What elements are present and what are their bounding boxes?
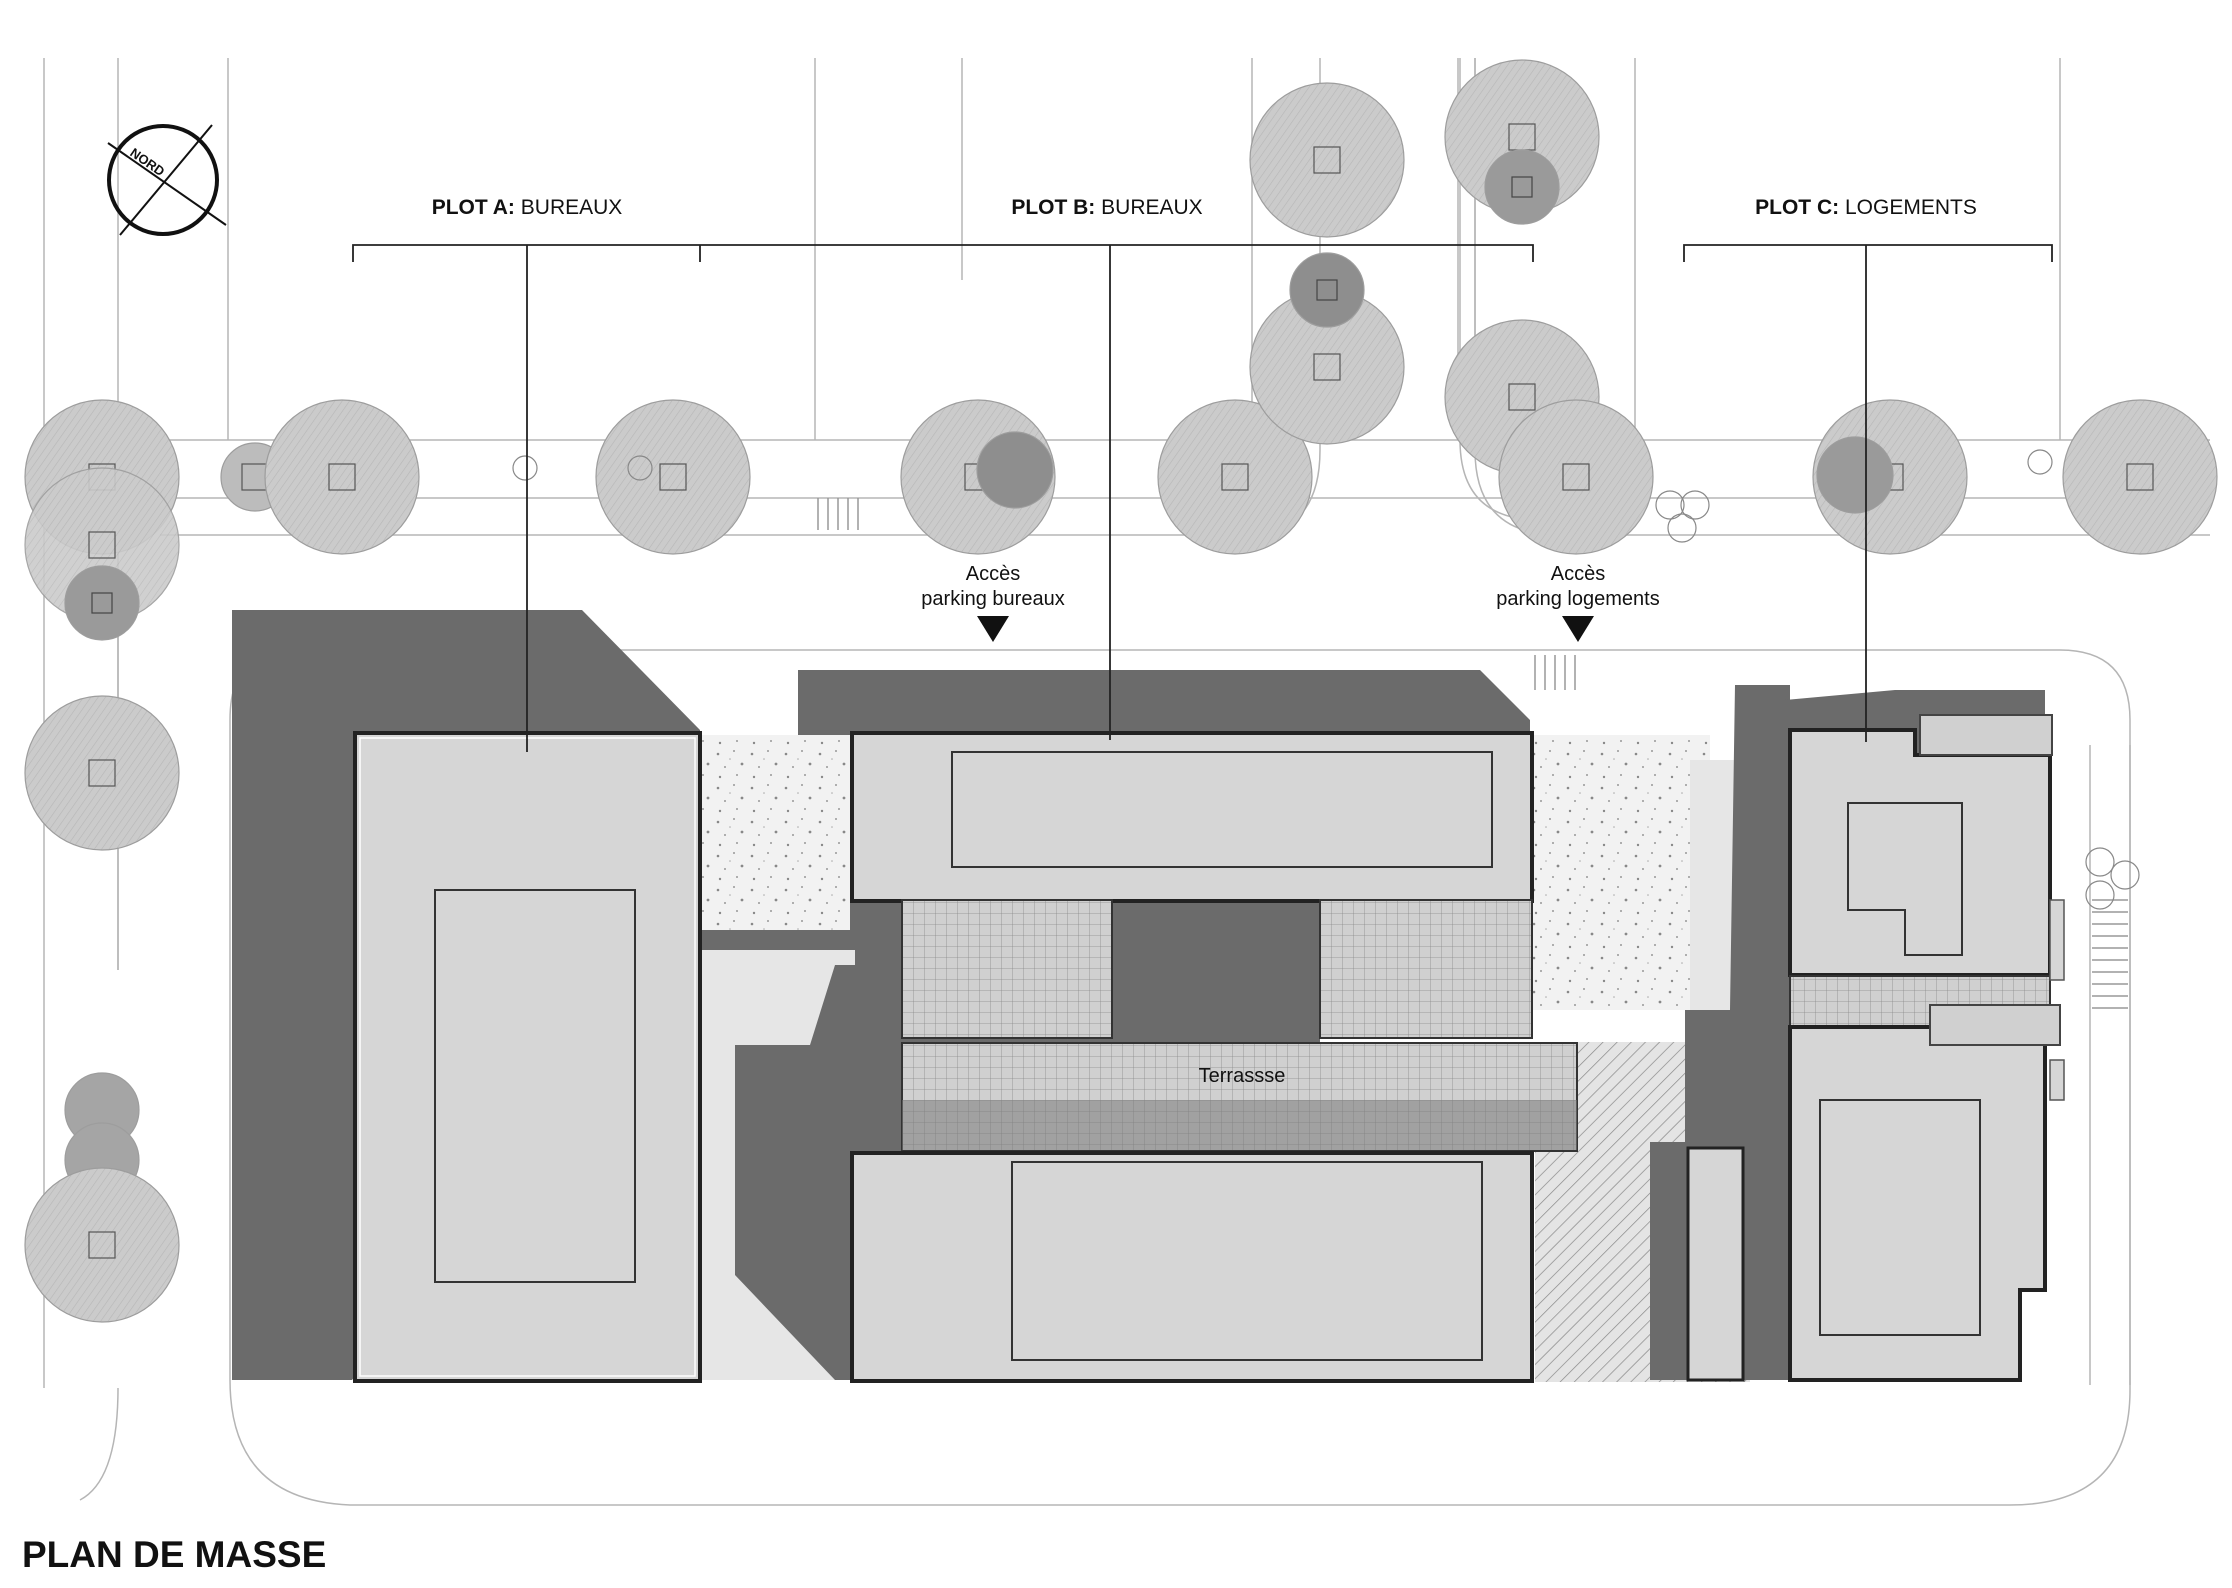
shrub-icon xyxy=(512,449,2140,910)
plot-a-code: PLOT A: xyxy=(432,196,515,219)
tree-icon xyxy=(595,399,751,555)
crosswalk-north xyxy=(817,498,1576,690)
tree-icon xyxy=(2062,399,2218,555)
tree-icon xyxy=(1816,436,1894,514)
tree-icon xyxy=(1498,399,1654,555)
access-parking-bureaux: Accès parking bureaux xyxy=(921,563,1065,642)
terrace-shadow xyxy=(902,1100,1577,1150)
arrow-down-icon xyxy=(977,616,1009,642)
trees xyxy=(24,59,2218,1323)
tree-icon xyxy=(1249,82,1405,238)
access-parking-logements-line2: parking logements xyxy=(1496,588,1659,610)
plot-c-use: LOGEMENTS xyxy=(1845,196,1977,219)
arrow-down-icon xyxy=(1562,616,1594,642)
tree-icon xyxy=(976,431,1054,509)
north-arrow-icon: NORD xyxy=(107,124,227,236)
terrace-grid-east xyxy=(1319,899,1533,1039)
access-parking-logements-line1: Accès xyxy=(1551,563,1605,585)
tree-icon xyxy=(1157,399,1313,555)
plot-brackets xyxy=(352,244,2053,752)
plot-b-use: BUREAUX xyxy=(1101,196,1203,219)
plot-b-code: PLOT B: xyxy=(1011,196,1095,219)
tree-icon xyxy=(264,399,420,555)
terrace-grid-west xyxy=(901,899,1113,1039)
building-plot-c-south xyxy=(1788,1004,2061,1382)
tree-icon xyxy=(64,565,140,641)
building-plot-b-south xyxy=(850,1151,1534,1383)
tree-icon xyxy=(1289,252,1365,328)
plot-a-label: PLOT A: BUREAUX xyxy=(432,196,623,219)
plot-c-label: PLOT C: LOGEMENTS xyxy=(1755,196,1977,219)
crosswalk-east xyxy=(2092,899,2128,1009)
access-parking-bureaux-line2: parking bureaux xyxy=(921,588,1064,610)
access-parking-bureaux-line1: Accès xyxy=(966,563,1020,585)
building-plot-c-north xyxy=(1788,714,2053,977)
building-plot-c-annex xyxy=(1686,899,2065,1382)
plot-b-label: PLOT B: BUREAUX xyxy=(1011,196,1202,219)
building-plot-b-north xyxy=(850,731,1534,903)
tree-icon xyxy=(24,1167,180,1323)
tree-icon xyxy=(24,695,180,851)
building-plot-a xyxy=(353,731,702,1383)
access-parking-logements: Accès parking logements xyxy=(1496,563,1660,642)
tree-icon xyxy=(1484,149,1560,225)
drawing-title: PLAN DE MASSE xyxy=(22,1534,326,1575)
plot-a-use: BUREAUX xyxy=(521,196,623,219)
courtyard-b-c xyxy=(1530,735,1710,1010)
plot-c-code: PLOT C: xyxy=(1755,196,1839,219)
courtyard-a-b xyxy=(700,735,860,950)
north-label: NORD xyxy=(127,145,167,179)
terrace-label: Terrassse xyxy=(1199,1065,1286,1087)
